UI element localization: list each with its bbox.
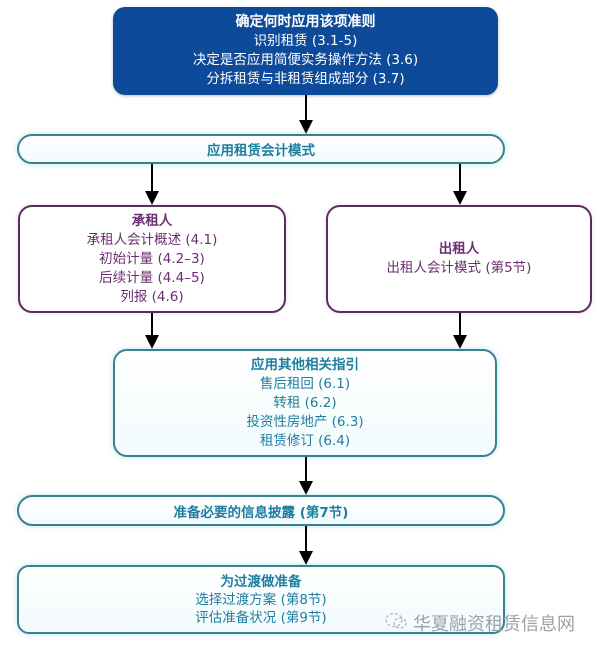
box-apply-model: 应用租赁会计模式: [17, 134, 505, 164]
box-other-guidance: 应用其他相关指引 售后租回 (6.1) 转租 (6.2) 投资性房地产 (6.3…: [113, 349, 497, 457]
box-line: 识别租赁 (3.1-5): [253, 33, 358, 49]
arrow-down: [145, 313, 159, 349]
box-lessor: 出租人 出租人会计模式 (第5节): [326, 205, 592, 313]
box-lessee: 承租人 承租人会计概述 (4.1) 初始计量 (4.2–3) 后续计量 (4.4…: [18, 205, 286, 313]
arrow-down: [299, 526, 313, 565]
arrow-down: [299, 95, 313, 134]
wechat-icon: [385, 612, 407, 634]
box-line: 决定是否应用简便实务操作方法 (3.6): [192, 52, 419, 68]
box-disclosure: 准备必要的信息披露 (第7节): [17, 495, 505, 526]
box-line: 选择过渡方案 (第8节): [195, 591, 327, 608]
box-line: 后续计量 (4.4–5): [99, 269, 205, 286]
box-line: 初始计量 (4.2–3): [99, 250, 205, 267]
box-line: 分拆租赁与非租赁组成部分 (3.7): [206, 71, 405, 87]
watermark: 华夏融资租赁信息网: [385, 610, 575, 636]
box-line: 出租人会计模式 (第5节): [386, 260, 532, 276]
box-title: 准备必要的信息披露 (第7节): [173, 504, 349, 521]
box-determine-scope: 确定何时应用该项准则 识别租赁 (3.1-5) 决定是否应用简便实务操作方法 (…: [113, 7, 498, 95]
watermark-text: 华夏融资租赁信息网: [413, 614, 575, 635]
arrow-down: [299, 457, 313, 495]
box-title: 确定何时应用该项准则: [235, 14, 376, 30]
box-line: 售后租回 (6.1): [259, 375, 351, 392]
arrow-down: [145, 164, 159, 205]
box-title: 出租人: [438, 241, 480, 257]
box-transition: 为过渡做准备 选择过渡方案 (第8节) 评估准备状况 (第9节): [17, 565, 505, 634]
arrow-down: [453, 313, 467, 349]
box-title: 承租人: [131, 212, 173, 229]
box-line: 租赁修订 (6.4): [259, 432, 351, 449]
box-title: 为过渡做准备: [220, 573, 302, 590]
box-title: 应用租赁会计模式: [207, 143, 315, 159]
box-line: 评估准备状况 (第9节): [195, 609, 327, 626]
box-title: 应用其他相关指引: [251, 356, 359, 373]
box-line: 列报 (4.6): [120, 288, 184, 305]
box-line: 投资性房地产 (6.3): [246, 413, 364, 430]
arrow-down: [453, 164, 467, 205]
box-line: 转租 (6.2): [273, 394, 337, 411]
box-line: 承租人会计概述 (4.1): [86, 231, 218, 248]
